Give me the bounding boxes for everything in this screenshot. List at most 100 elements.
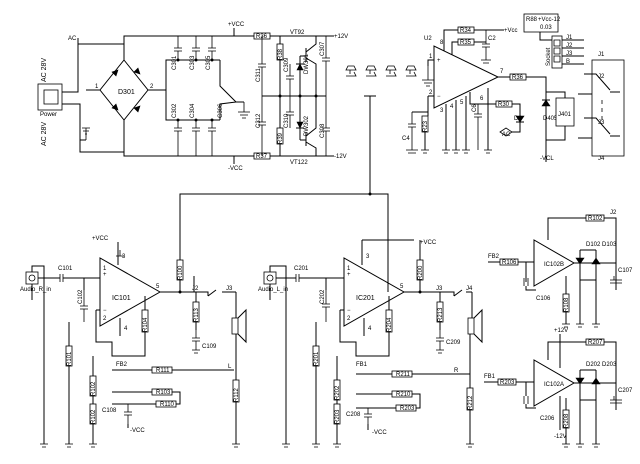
cap-c301: C301 xyxy=(172,55,178,70)
cin-label: C101 xyxy=(58,266,73,272)
bridge-label: D301 xyxy=(118,89,135,96)
u2-label: U2 xyxy=(424,36,432,42)
r214-label: R203 xyxy=(335,409,341,424)
svg-text:+: + xyxy=(347,272,351,278)
r111-label: R111 xyxy=(156,368,170,374)
power-label: Power xyxy=(40,112,57,118)
resistor-r114 xyxy=(89,403,97,425)
r112-label: R112 xyxy=(234,387,240,402)
fa-cin: C106 xyxy=(536,296,551,302)
q-top-label: VT92 xyxy=(290,30,305,36)
r-bot-label: R37 xyxy=(256,154,268,160)
r-out-label: R36 xyxy=(512,75,524,81)
socket-block xyxy=(551,35,563,69)
fa-fb: FB2 xyxy=(488,254,500,260)
fa-rtop: R102 xyxy=(588,216,603,222)
j2-r: J2 xyxy=(192,286,199,292)
cap-c311: C311 xyxy=(256,67,262,82)
c108-label: C108 xyxy=(102,408,117,414)
ic101-label: IC101 xyxy=(112,295,131,302)
svg-text:−: − xyxy=(347,308,351,314)
opamp-ic102a xyxy=(533,359,576,407)
relay-label: J401 xyxy=(558,112,572,118)
ac-label: AC xyxy=(68,36,77,42)
plus12-label: +12V xyxy=(334,34,348,40)
channel-left: Audio_L_in C201 C202 IC201 + − +VCC R200… xyxy=(258,239,483,448)
pin-r3: 3 xyxy=(122,254,126,260)
input-r-label: Audio_R_in xyxy=(20,287,51,293)
output-switch-block xyxy=(591,59,625,157)
j3-l: J3 xyxy=(436,286,443,292)
pin-r4: 4 xyxy=(124,326,128,332)
pin-l2: 2 xyxy=(347,316,351,322)
filter-ic102a: FB1 R203 IC102A C206 R207 +12V D202 D203… xyxy=(484,328,633,448)
j3-r: J3 xyxy=(226,286,233,292)
pin-r2: 2 xyxy=(103,316,107,322)
terminal-row xyxy=(345,65,417,77)
zener-dw301: DW301 xyxy=(304,53,310,74)
vcc-bot-label: -VCC xyxy=(228,166,243,172)
cap-c305: C305 xyxy=(206,55,212,70)
cap-c304: C304 xyxy=(190,103,196,118)
bridge-rectifier: D301 1 2 xyxy=(95,59,154,121)
ac-label-2: AC xyxy=(502,132,511,138)
cap-c310: C310 xyxy=(284,113,290,128)
minus12-label: -12V xyxy=(334,154,347,160)
socket-pin-b: B xyxy=(566,59,570,65)
pin-5: 5 xyxy=(460,100,464,106)
switch-j4: J4 xyxy=(598,156,605,162)
fb-minus: -12V xyxy=(554,434,567,440)
fb1-label: FB1 xyxy=(356,362,368,368)
fb-d2: D203 xyxy=(602,362,617,368)
pin-r5: 5 xyxy=(156,284,160,290)
vcc-minus-l: -VCC xyxy=(372,430,387,436)
fb-cin: C206 xyxy=(540,416,555,422)
speaker-l-body xyxy=(467,317,475,335)
filter-ic102b: FB2 R106 IC102B C106 R102 J2 D102 D103 C… xyxy=(488,210,633,328)
svg-text:−: − xyxy=(103,308,107,314)
resistor-r35 xyxy=(457,38,475,46)
filter-capacitors: C301 C302 C303 C304 C305 C306 xyxy=(172,36,224,156)
opamp-ic102b xyxy=(533,239,576,287)
vcc-top-label: +VCC xyxy=(228,22,245,28)
r203-label: R203 xyxy=(400,406,415,412)
cap-c308: C308 xyxy=(320,123,326,138)
d405-label: D405 xyxy=(543,116,558,122)
fa-d2: D103 xyxy=(602,242,617,248)
opamp-u2 xyxy=(433,45,500,109)
r200-label: R200 xyxy=(418,265,424,280)
header-val: 0.03 xyxy=(540,25,552,31)
r100-label: R100 xyxy=(178,265,184,280)
r114-label: R102 xyxy=(91,409,97,424)
cap-c307: C307 xyxy=(320,41,326,56)
fa-rbot: R108 xyxy=(564,297,570,312)
r101-label: R101 xyxy=(67,351,73,366)
cap-c303: C303 xyxy=(190,55,196,70)
opamp-ic101 xyxy=(99,257,162,327)
svg-text:+: + xyxy=(103,272,107,278)
fa-j: J2 xyxy=(610,210,617,216)
vcc-r: +VCC xyxy=(92,236,109,242)
j4-l: J4 xyxy=(466,286,473,292)
r34-label: R34 xyxy=(460,28,472,34)
r104-label: R104 xyxy=(143,317,149,332)
cap-c309: C309 xyxy=(284,57,290,72)
header-box xyxy=(523,13,559,33)
pin-4: 4 xyxy=(450,104,454,110)
channel-right: Audio_R_in C101 C102 IC101 + − +VCC R100… xyxy=(20,228,247,448)
speaker-r-body xyxy=(231,317,239,335)
fb-d1: D202 xyxy=(586,362,601,368)
r30-label: R30 xyxy=(498,102,510,108)
pin-1: 1 xyxy=(429,54,433,60)
bridge-pin2: 2 xyxy=(150,84,154,90)
header-vcc: +Vcc-12 xyxy=(538,17,561,23)
fa-cout: C107 xyxy=(618,268,633,274)
socket-pin-j2: J2 xyxy=(566,43,573,49)
socket-pin-j3: J3 xyxy=(566,51,573,57)
cap-c302: C302 xyxy=(172,103,178,118)
fa-d1: D102 xyxy=(586,242,601,248)
transistor-bot: VT122 xyxy=(290,96,317,166)
q-bot-label: VT122 xyxy=(290,160,308,166)
resistor-r34 xyxy=(457,26,475,34)
